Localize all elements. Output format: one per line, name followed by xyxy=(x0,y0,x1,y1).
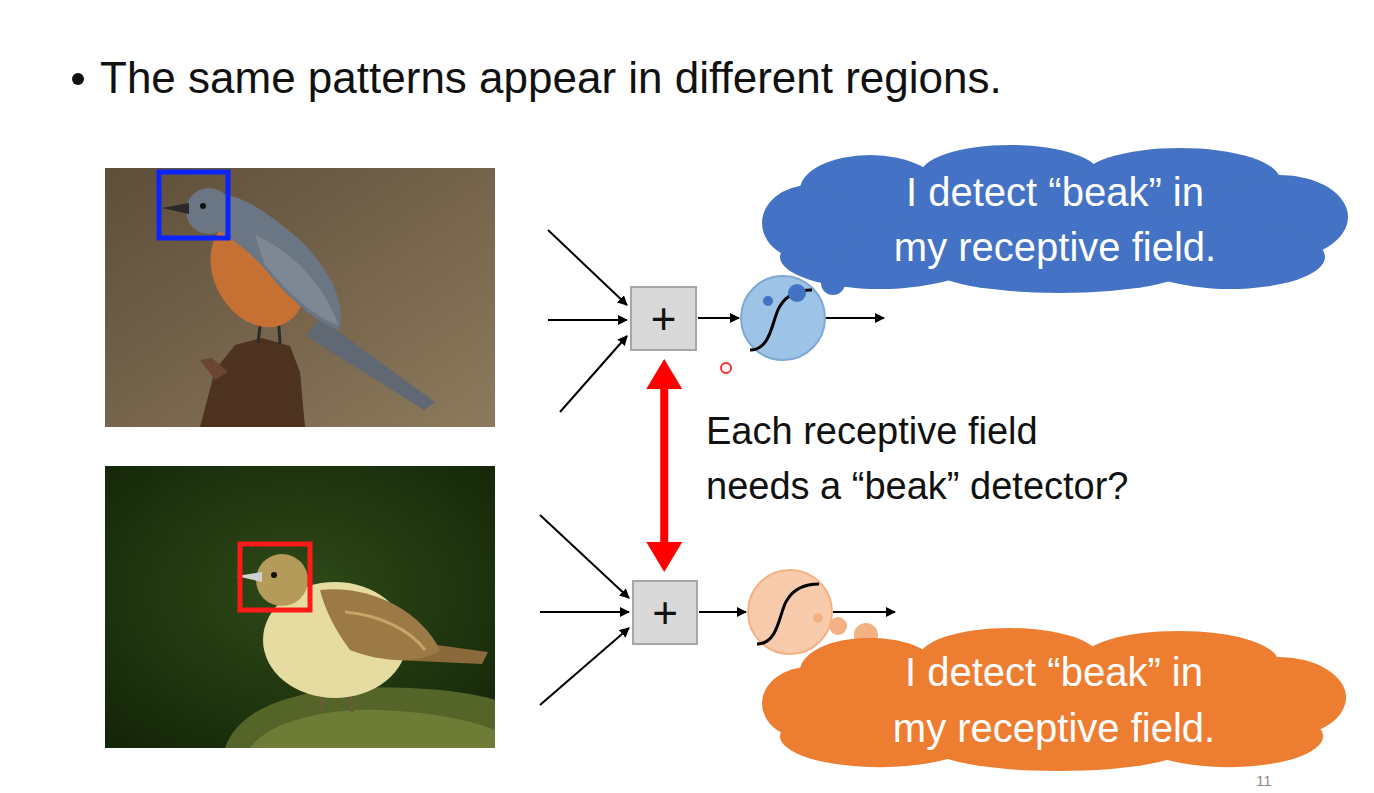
pointer-dot xyxy=(721,363,731,373)
thought-cloud: I detect “beak” in my receptive field. xyxy=(760,628,1348,773)
cloud-shape xyxy=(760,628,1348,773)
sum-box: + xyxy=(632,580,698,645)
cloud-text: I detect “beak” in my receptive field. xyxy=(883,165,1228,275)
sum-sign: + xyxy=(652,591,678,635)
bullet xyxy=(72,73,84,85)
thought-cloud: I detect “beak” in my receptive field. xyxy=(760,145,1350,295)
cloud-text: I detect “beak” in my receptive field. xyxy=(882,645,1227,755)
double-arrow xyxy=(646,359,682,572)
page-number: 11 xyxy=(1256,772,1272,790)
question-note: Each receptive field needs a “beak” dete… xyxy=(706,404,1136,514)
bird-photo-bottom xyxy=(105,466,495,748)
sum-box: + xyxy=(630,286,697,351)
sum-sign: + xyxy=(651,297,677,341)
bird-photo-top xyxy=(105,168,495,427)
cloud-shape xyxy=(760,145,1350,295)
slide-title: The same patterns appear in different re… xyxy=(100,52,1002,105)
